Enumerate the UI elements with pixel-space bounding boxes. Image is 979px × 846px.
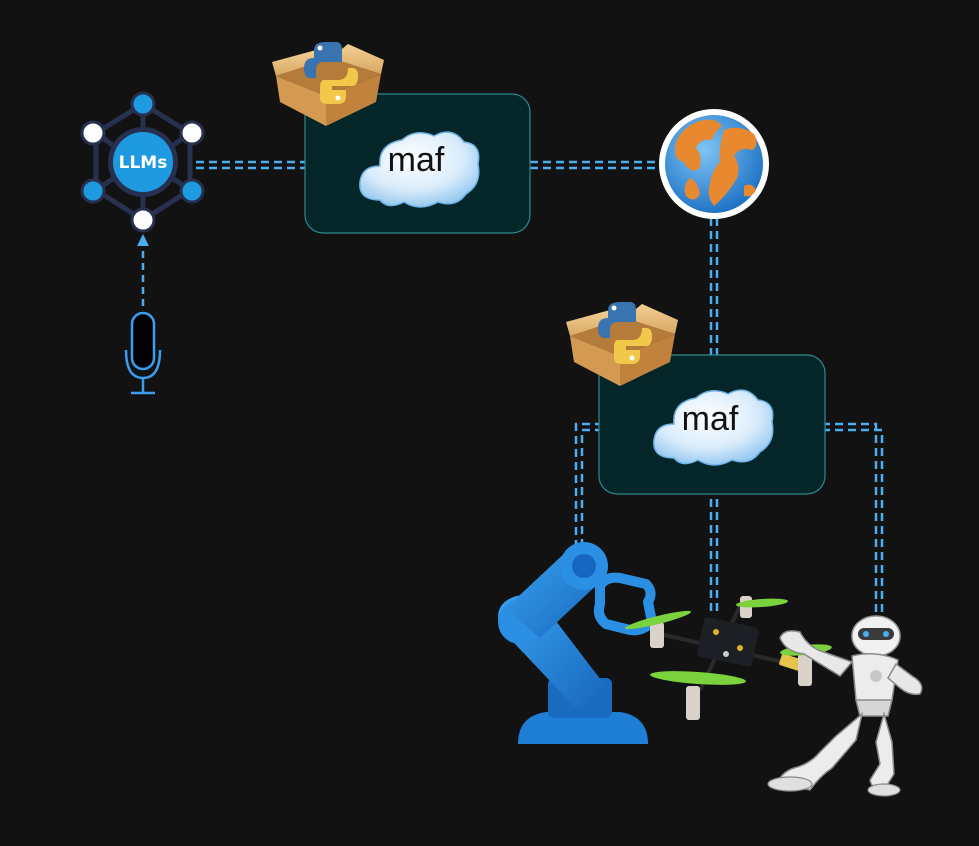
llm-node-bottom [130, 207, 156, 233]
llm-label: LLMs [119, 153, 168, 173]
llm-node-lower-left [80, 178, 106, 204]
connector-maf-humanoid-a [770, 422, 878, 616]
cloud-icon-2[interactable]: maf [653, 389, 774, 466]
connector-maf-arm-b [580, 428, 655, 548]
cloud-icon[interactable]: maf [359, 131, 480, 208]
maf-top-label: maf [388, 141, 445, 179]
python-package-icon-2 [566, 302, 678, 386]
mic-to-llm-arrow [137, 234, 149, 306]
microphone-icon[interactable] [124, 311, 162, 395]
llm-node-upper-left [80, 120, 106, 146]
llm-network-icon[interactable]: LLMs [80, 91, 205, 233]
humanoid-robot-icon[interactable] [767, 615, 923, 797]
llm-node-top [130, 91, 156, 117]
llm-node-upper-right [179, 120, 205, 146]
llm-node-lower-right [179, 178, 205, 204]
connector-maf-humanoid-b [770, 428, 884, 616]
python-package-icon [272, 42, 384, 126]
robot-arm-icon[interactable] [498, 542, 657, 744]
quadcopter-drone-icon[interactable] [624, 596, 832, 720]
maf-bottom-label: maf [682, 400, 739, 438]
globe-icon[interactable] [659, 109, 769, 219]
